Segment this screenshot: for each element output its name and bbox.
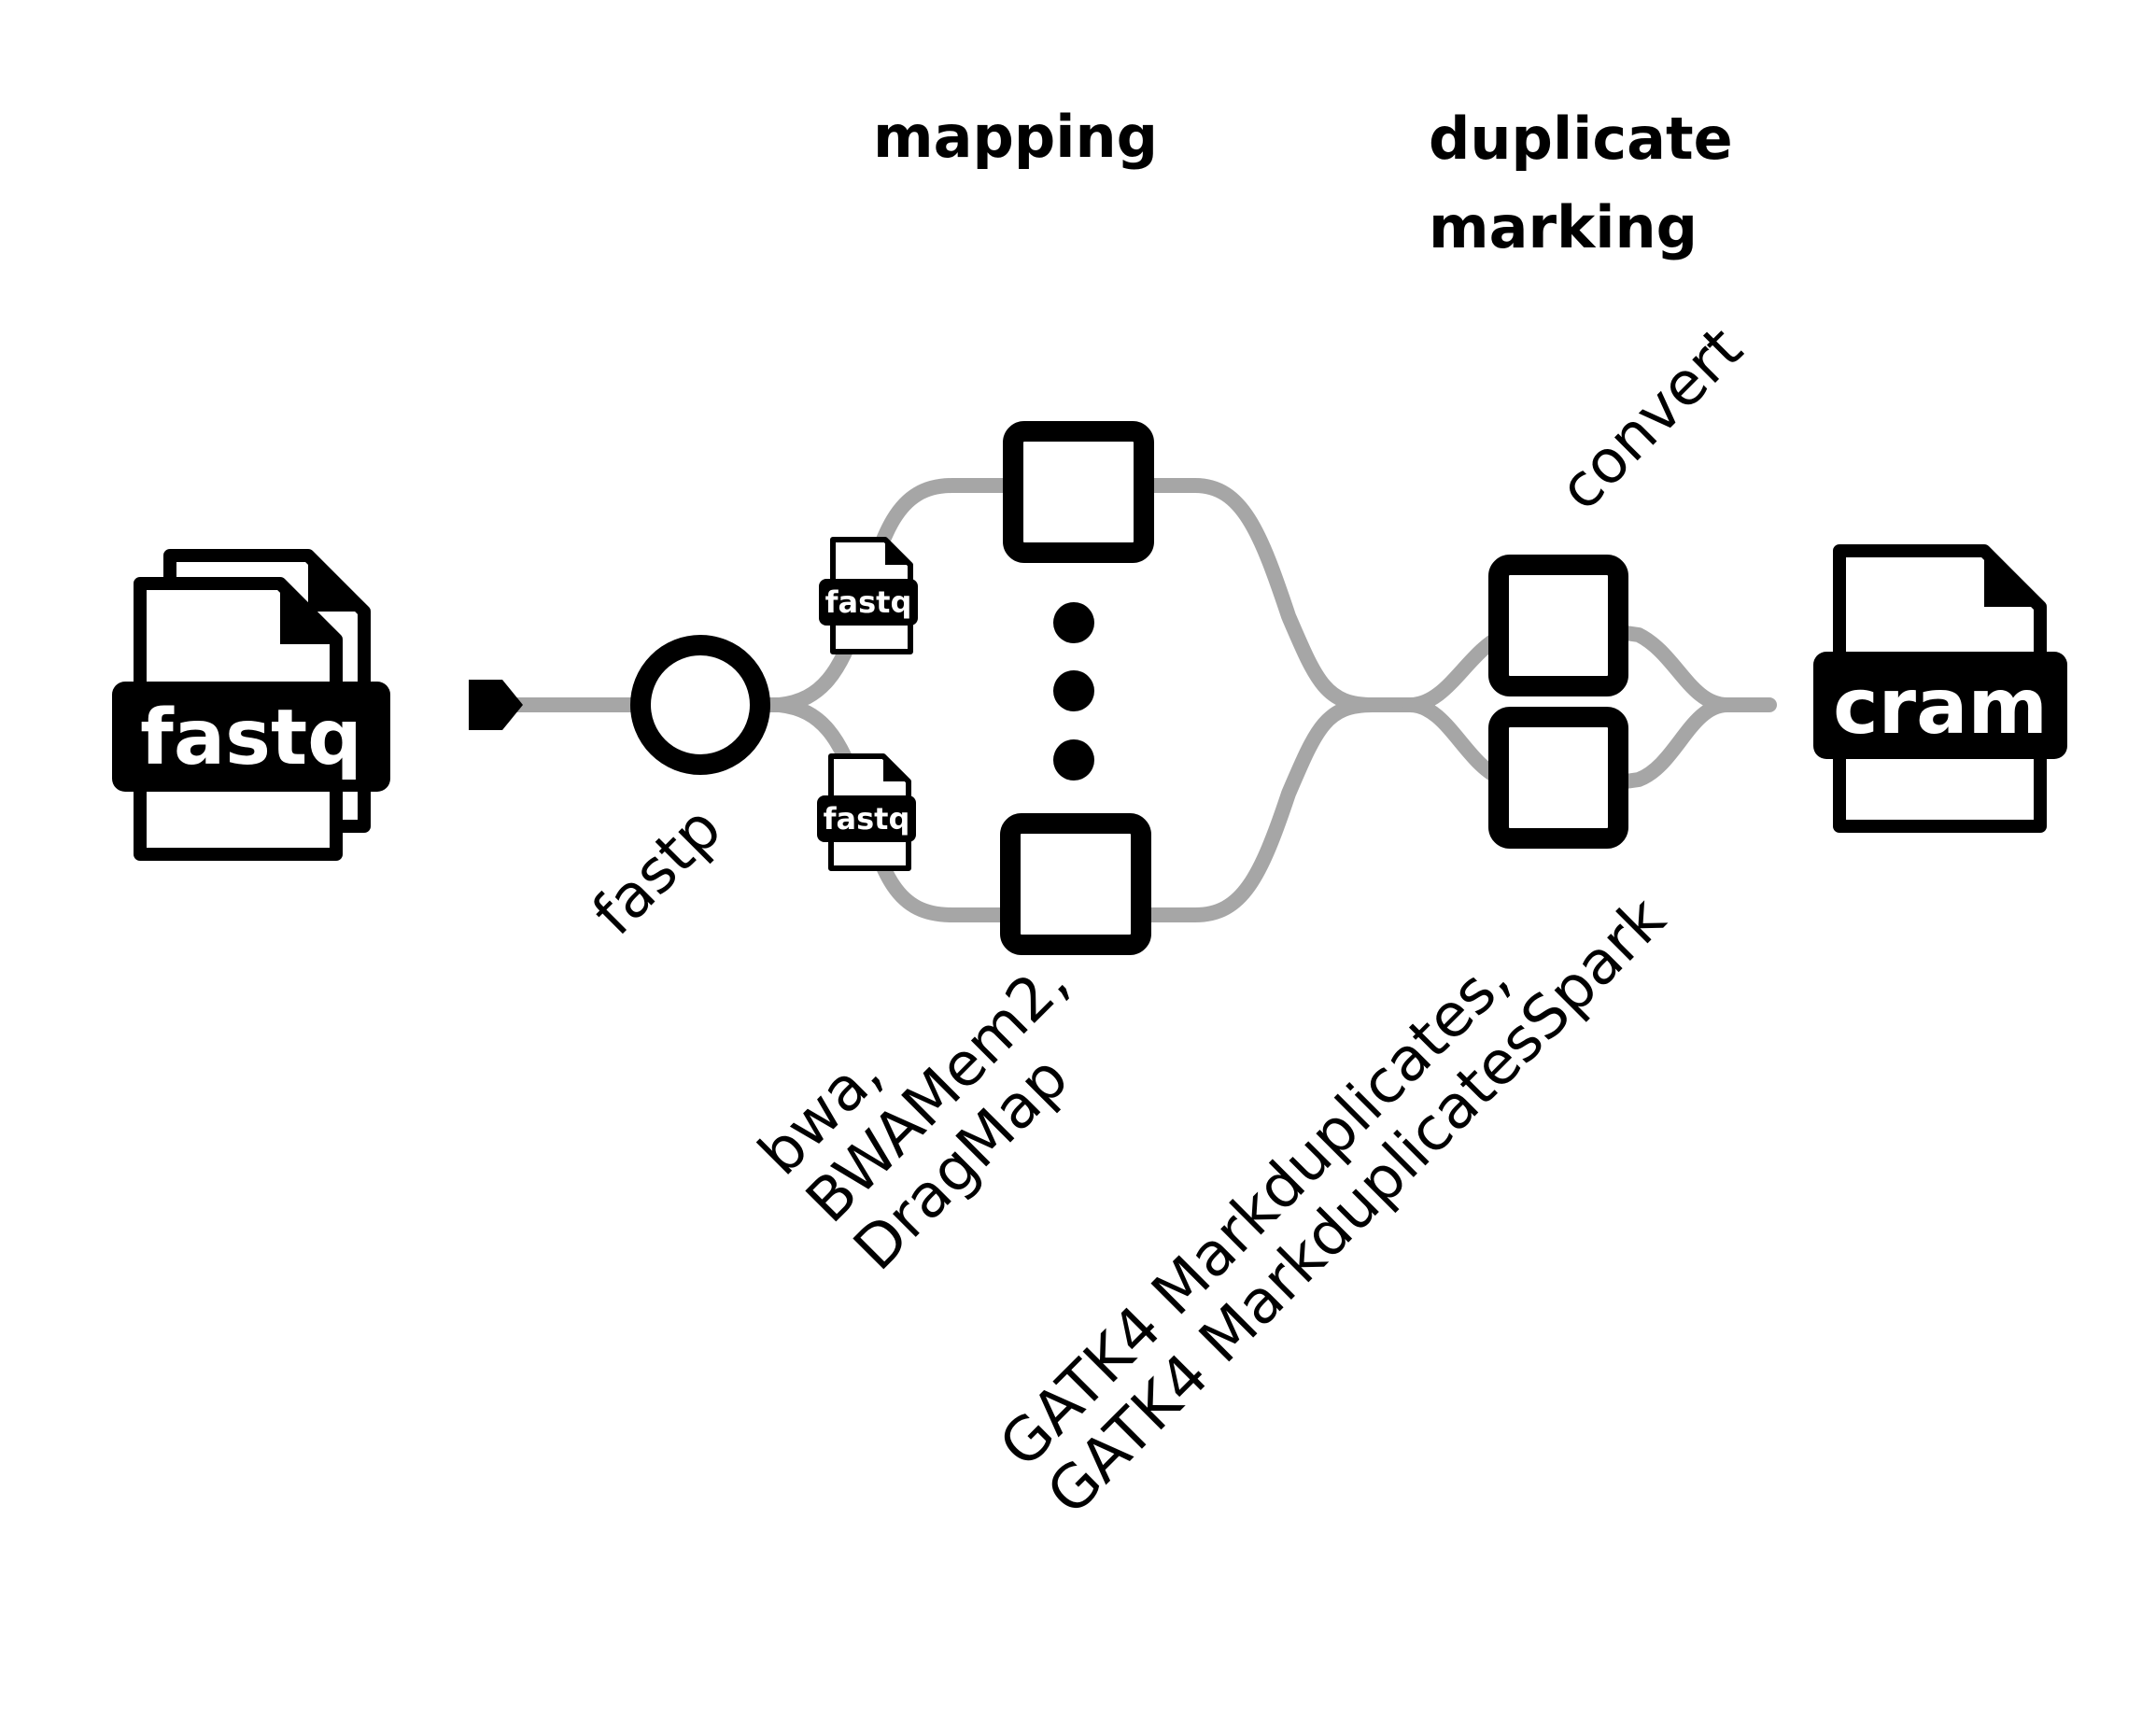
fastq-label-band	[112, 682, 390, 792]
mapping-box-top	[1003, 421, 1154, 563]
markdup-tool-gatk4-markduplicatesspark: GATK4 MarkduplicatesSpark	[1035, 884, 1679, 1528]
document-fold	[1984, 551, 2040, 607]
cram-output-file-icon: cram	[1813, 544, 2067, 833]
mapping-tools-label-group: bwa, BWAMem2, DragMap	[746, 948, 1082, 1284]
markdup-box-bottom	[1488, 707, 1628, 849]
markdup-tool-gatk4-markduplicates: GATK4 Markduplicates,	[987, 945, 1523, 1481]
fastq-split-top-label: fastq	[825, 584, 912, 620]
fastq-split-bottom-label: fastq	[824, 801, 910, 837]
fastq-split-top-file-icon: fastq	[819, 537, 918, 654]
fastq-input-file-icon: fastq	[112, 549, 390, 861]
fastq-label-band	[819, 579, 918, 626]
convert-tool-label: convert	[1546, 315, 1756, 525]
merge-bottom-branch	[1136, 697, 1380, 922]
fastp-label-group: fastp	[580, 794, 735, 949]
fastq-split-bottom-file-icon: fastq	[817, 753, 916, 871]
convert-label-group: convert	[1546, 315, 1756, 525]
merge-top-branch	[1136, 478, 1380, 712]
fastq-input-label: fastq	[140, 694, 362, 782]
stage-duplicate-marking-heading-line2: marking	[1429, 193, 1698, 261]
stage-duplicate-marking-heading-line1: duplicate	[1429, 105, 1733, 173]
front-document-fold	[280, 584, 336, 644]
markdup-bottom-out	[1599, 697, 1735, 792]
document-fold	[883, 756, 909, 781]
fastp-tool-label: fastp	[580, 794, 735, 949]
cram-label-band	[1813, 652, 2067, 759]
document-fold	[885, 540, 910, 565]
cram-output-label: cram	[1833, 663, 2048, 752]
fastq-label-band	[817, 795, 916, 842]
fastp-node	[630, 635, 770, 775]
ellipsis-dot	[1053, 602, 1094, 643]
ellipsis-icon	[1053, 602, 1094, 781]
mapping-box-bottom	[1000, 813, 1151, 955]
start-arrow-icon	[469, 680, 523, 730]
stage-mapping-heading: mapping	[873, 103, 1158, 171]
markdup-box-top	[1488, 555, 1628, 696]
back-document-fold	[308, 556, 364, 612]
ellipsis-dot	[1053, 670, 1094, 711]
ellipsis-dot	[1053, 739, 1094, 781]
